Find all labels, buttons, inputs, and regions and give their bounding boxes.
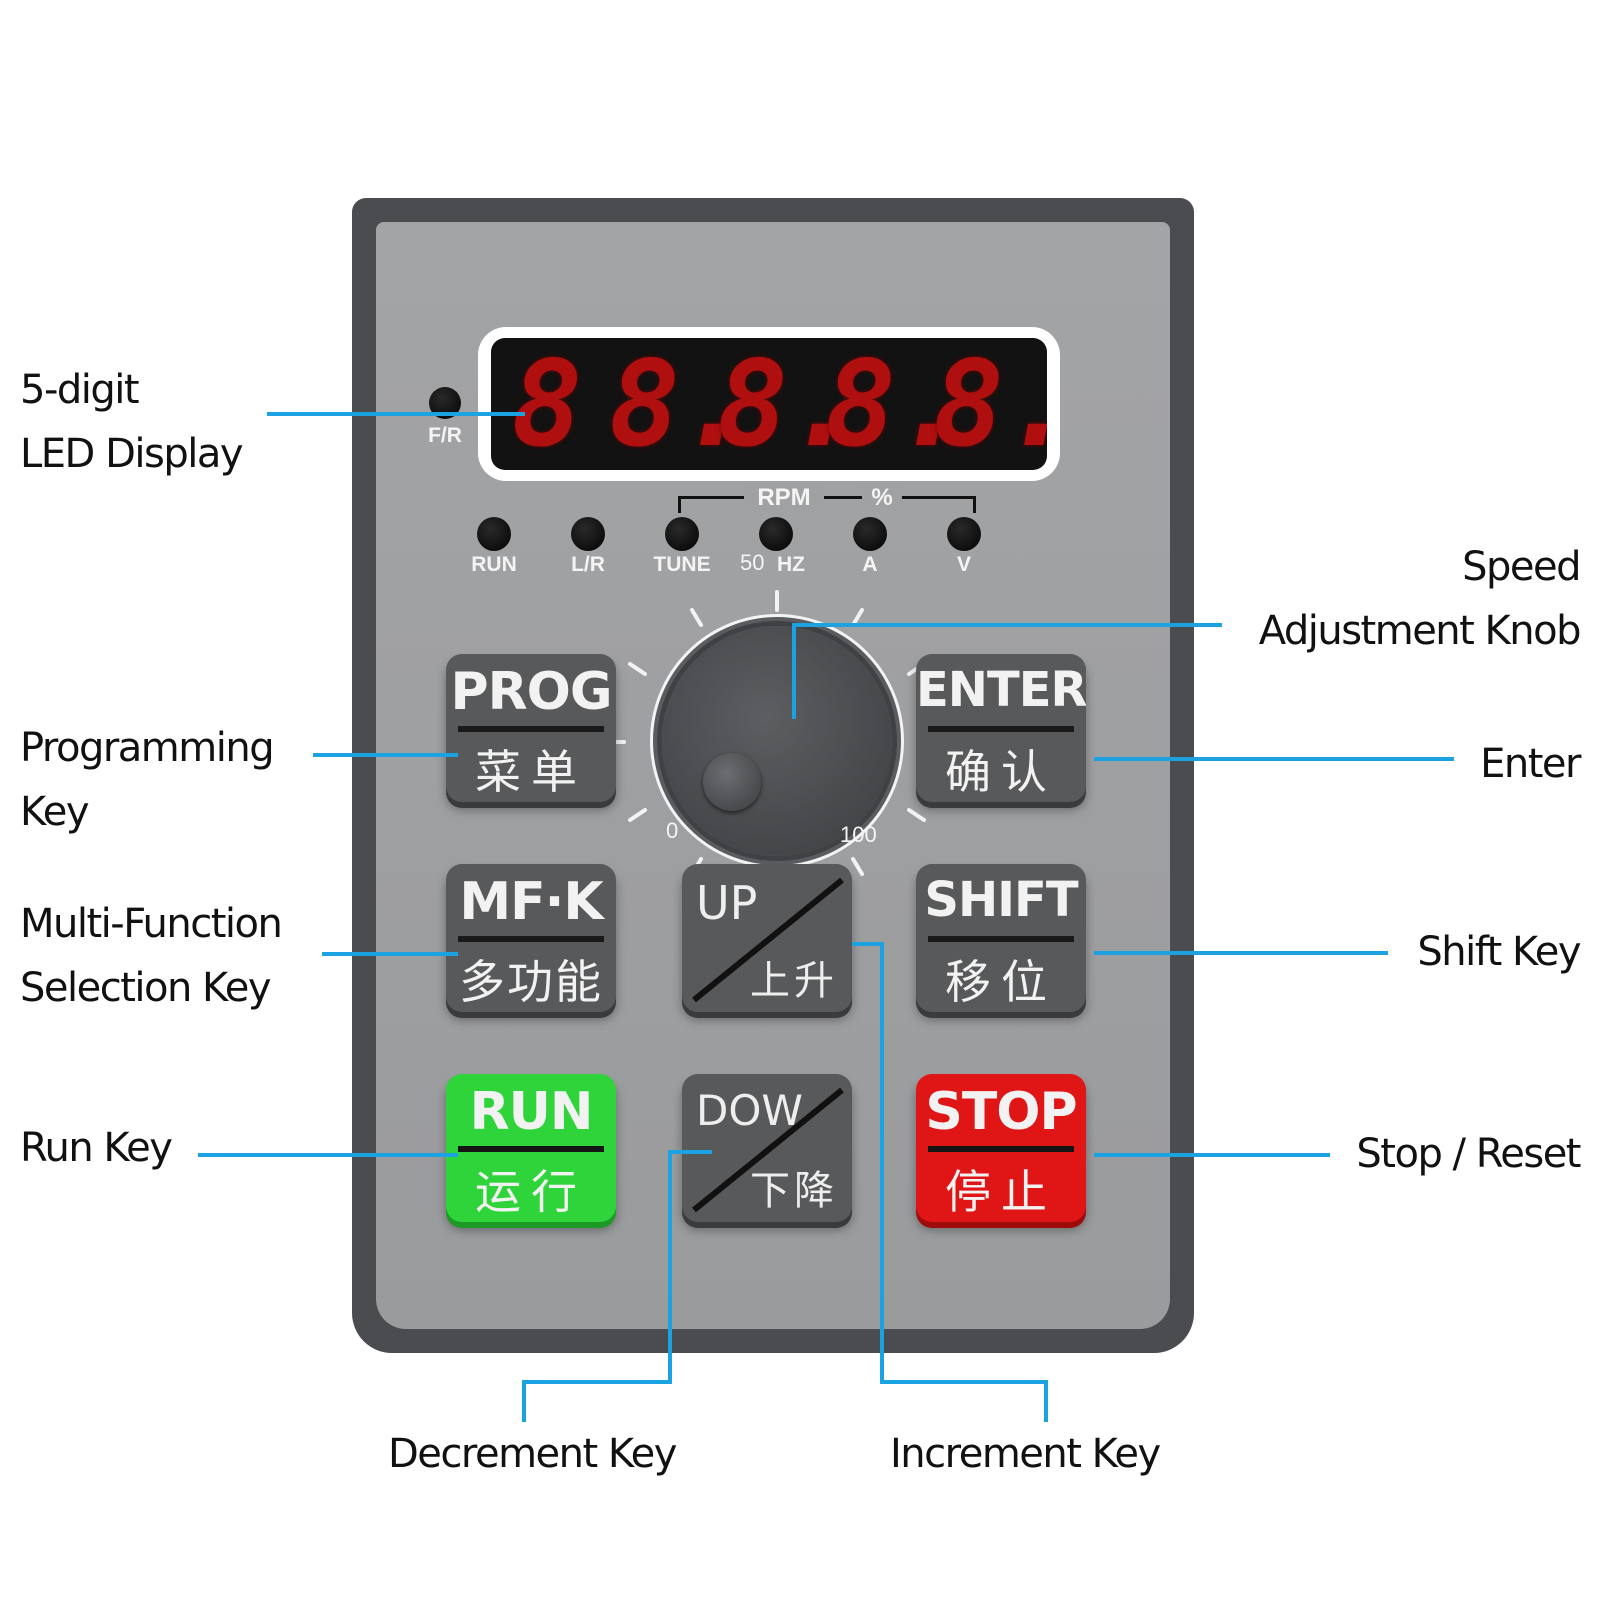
knob-scale-max: 100	[840, 822, 877, 847]
prog-key[interactable]: PROG 菜单	[446, 654, 616, 802]
speed-adjustment-knob[interactable]	[662, 626, 892, 856]
callout-line-dec-4	[522, 1380, 526, 1422]
led-digit-4: 8.	[825, 338, 968, 470]
fr-label: F/R	[428, 424, 462, 447]
callout-line-prog	[313, 753, 458, 757]
callout-stop-reset: Stop / Reset	[1356, 1131, 1581, 1177]
mfk-key-label: MF·K	[459, 872, 603, 932]
callout-line-enter	[1094, 757, 1454, 761]
knob-scale-mid: 50	[740, 550, 765, 575]
shift-key[interactable]: SHIFT 移位	[916, 864, 1086, 1012]
down-key-label: DOW	[696, 1086, 803, 1135]
callout-line-inc-4	[1044, 1380, 1048, 1422]
stop-key-label: STOP	[925, 1082, 1077, 1142]
run-key-chinese: 运行	[475, 1165, 587, 1219]
enter-key-chinese: 确认	[945, 745, 1057, 799]
run-indicator-label: RUN	[471, 553, 517, 576]
callout-line-dec-1	[668, 1150, 712, 1154]
tune-indicator-led	[665, 517, 699, 551]
led-digit-5: 8.	[933, 338, 1047, 470]
v-indicator-label: V	[956, 553, 971, 576]
enter-key-label: ENTER	[916, 662, 1086, 718]
callout-increment-key: Increment Key	[890, 1431, 1161, 1477]
callout-line-knob-v	[792, 623, 796, 719]
run-indicator-led	[477, 517, 511, 551]
percent-label: %	[871, 484, 893, 511]
knob-scale-min: 0	[666, 818, 679, 843]
a-indicator-led	[853, 517, 887, 551]
callout-line-shift	[1094, 951, 1388, 955]
tune-indicator-label: TUNE	[653, 553, 711, 576]
run-key[interactable]: RUN 运行	[446, 1074, 616, 1222]
callout-multi-function: Multi-Function Selection Key	[20, 901, 283, 1011]
callout-enter: Enter	[1480, 741, 1581, 787]
stop-key[interactable]: STOP 停止	[916, 1074, 1086, 1222]
led-display: 8 8. 8. 8. 8.	[491, 338, 1047, 470]
shift-key-chinese: 移位	[945, 955, 1057, 1009]
lr-indicator-led	[571, 517, 605, 551]
callout-line-run	[198, 1153, 458, 1157]
callout-line-knob-h	[792, 623, 1222, 627]
led-digit-1: 8	[511, 338, 583, 470]
stop-key-chinese: 停止	[945, 1165, 1057, 1219]
up-key-label: UP	[696, 876, 758, 930]
unit-bracket	[678, 496, 976, 513]
rpm-label: RPM	[757, 484, 811, 511]
down-key[interactable]: DOW 下降	[682, 1074, 852, 1222]
callout-line-inc-1	[852, 942, 884, 946]
prog-key-label: PROG	[450, 662, 612, 722]
run-key-label: RUN	[469, 1082, 594, 1142]
led-digit-2: 8.	[609, 338, 752, 470]
mfk-key-chinese: 多功能	[459, 955, 603, 1009]
hz-indicator-led	[759, 517, 793, 551]
shift-key-label: SHIFT	[924, 872, 1078, 928]
led-digit-3: 8.	[717, 338, 860, 470]
callout-led-display: 5-digit LED Display	[20, 367, 244, 477]
callout-speed-knob: Speed Adjustment Knob	[1258, 544, 1582, 654]
callout-line-dec-2	[668, 1150, 672, 1384]
up-key-divider	[692, 877, 844, 1003]
callout-line-inc-3	[880, 1380, 1048, 1384]
callout-line-led	[267, 412, 525, 416]
hz-indicator-label: HZ	[777, 553, 805, 576]
v-indicator-led	[947, 517, 981, 551]
callout-line-stop	[1094, 1153, 1330, 1157]
up-key[interactable]: UP 上升	[682, 864, 852, 1012]
callout-shift-key: Shift Key	[1417, 929, 1581, 975]
down-key-chinese: 下降	[750, 1168, 838, 1214]
enter-key[interactable]: ENTER 确认	[916, 654, 1086, 802]
down-key-divider	[692, 1087, 844, 1213]
a-indicator-label: A	[862, 553, 878, 576]
lr-indicator-label: L/R	[571, 553, 605, 576]
callout-programming-key: Programming Key	[20, 725, 275, 835]
prog-key-chinese: 菜单	[475, 745, 587, 799]
up-key-chinese: 上升	[750, 958, 838, 1004]
callout-line-inc-2	[880, 942, 884, 1384]
callout-line-mfk	[322, 952, 458, 956]
callout-line-dec-3	[522, 1380, 672, 1384]
knob-grip	[703, 753, 761, 811]
mfk-key[interactable]: MF·K 多功能	[446, 864, 616, 1012]
callout-run-key: Run Key	[20, 1125, 173, 1171]
callout-decrement-key: Decrement Key	[388, 1431, 677, 1477]
